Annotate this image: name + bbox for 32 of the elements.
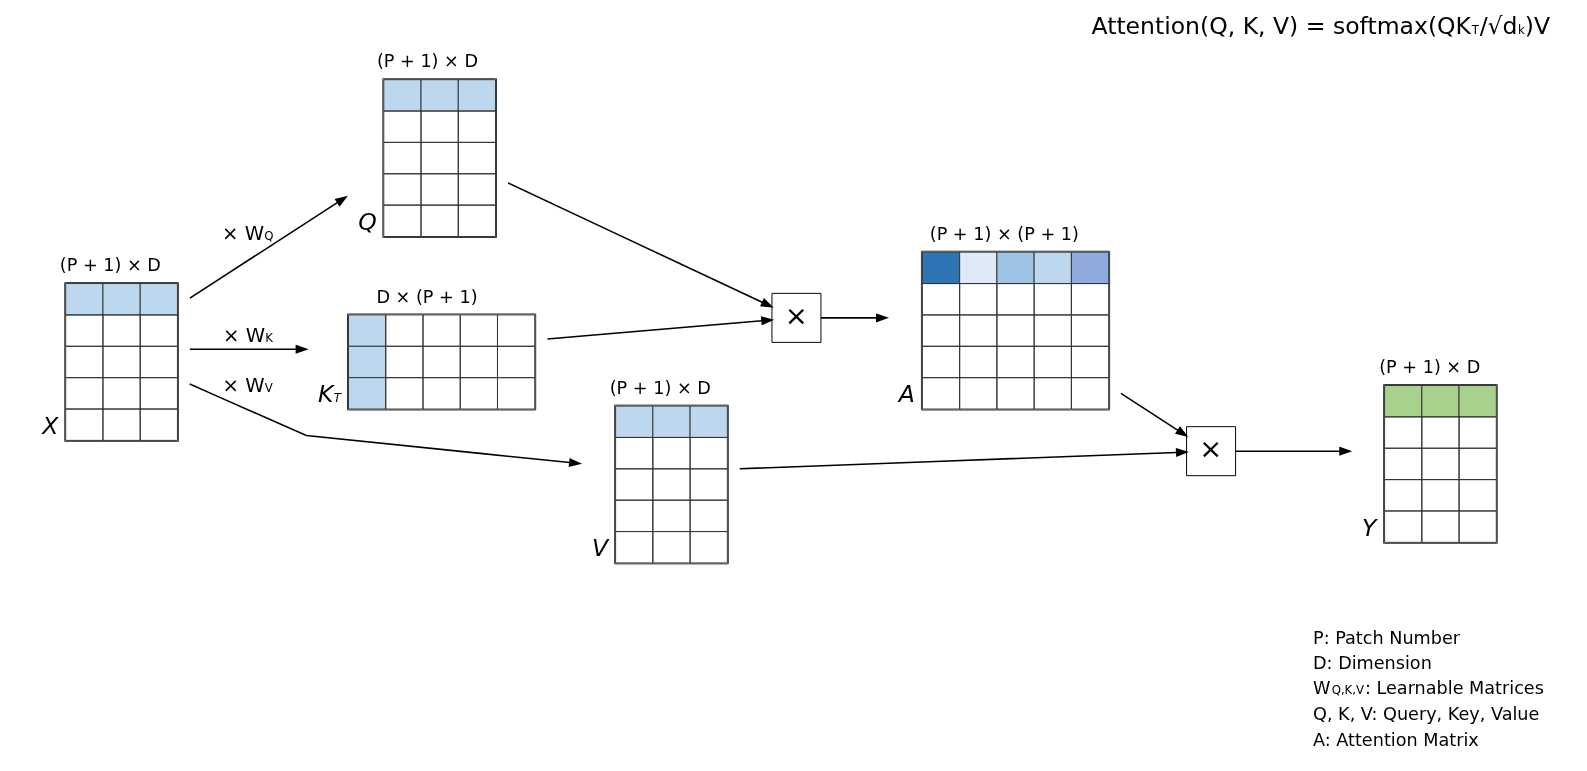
node-box: × (770, 292, 821, 343)
arrow (506, 182, 774, 308)
node-label: (P + 1) × D (376, 51, 478, 72)
node-label: A (898, 380, 915, 409)
arrow (1119, 392, 1188, 438)
edge-label: × WQ (221, 222, 273, 246)
arrow (546, 316, 774, 340)
node-label: (P + 1) × D (1378, 357, 1480, 378)
arrow (819, 313, 889, 323)
arrow (738, 447, 1189, 470)
edge-label: × WK (222, 324, 273, 348)
node-label: Q (357, 207, 377, 236)
node-label: X (41, 411, 58, 440)
arrow (188, 344, 309, 354)
label: Q, K, V: Query, Key, Value (1312, 704, 1539, 725)
label: P: Patch Number (1312, 627, 1460, 648)
node-label: KT (317, 380, 341, 409)
node-label: (P + 1) × D (59, 255, 161, 276)
node-label: (P + 1) × (P + 1) (929, 223, 1079, 244)
label: D: Dimension (1312, 653, 1432, 674)
arrow (188, 383, 582, 468)
node-label: (P + 1) × D (609, 377, 711, 398)
node-label: V (591, 534, 608, 563)
node-label: D × (P + 1) (375, 286, 478, 307)
arrow (1234, 446, 1352, 456)
node-label: Y (1361, 513, 1376, 542)
edge-label: × WV (222, 374, 273, 398)
node-box: × (1185, 426, 1236, 477)
label: WQ,K,V: Learnable Matrices (1312, 677, 1544, 698)
label: A: Attention Matrix (1312, 729, 1479, 750)
diagram-title: Attention(Q, K, V) = softmax(QKT/√dk)V (1091, 11, 1550, 40)
arrow (188, 195, 348, 299)
